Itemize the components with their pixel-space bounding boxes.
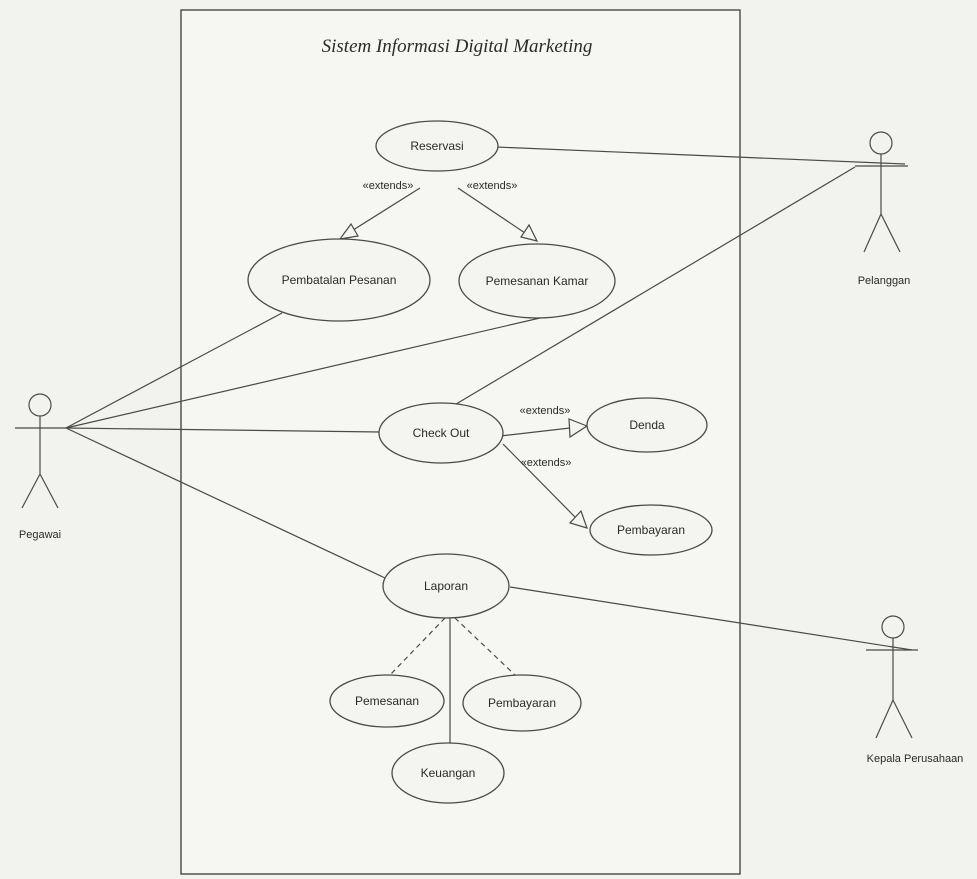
stick-figure-icon [866, 615, 918, 739]
stereotype-label: «extends» [363, 180, 414, 192]
use-case-pembatalan-pesanan[interactable]: Pembatalan Pesanan [247, 238, 431, 322]
stereotype-label: «extends» [520, 405, 571, 417]
use-case-label: Check Out [413, 426, 470, 440]
actor-pegawai[interactable]: Pegawai [15, 393, 66, 541]
assoc-pegawai-check-out [65, 427, 381, 433]
stick-figure-icon [855, 131, 908, 253]
use-case-label: Denda [629, 418, 665, 432]
extends-relations: «extends» «extends» «extends» «extends» [338, 180, 589, 529]
use-case-label: Reservasi [410, 139, 463, 153]
assoc-pegawai-pemesanan-kamar [65, 317, 541, 429]
use-case-pemesanan-kamar[interactable]: Pemesanan Kamar [458, 243, 616, 319]
extends-line-pemesanan [457, 187, 526, 234]
extends-arrowhead-pembayaran [568, 509, 588, 529]
use-case-denda[interactable]: Denda [586, 397, 708, 453]
use-case-label: Pemesanan Kamar [486, 274, 589, 288]
actor-pelanggan[interactable]: Pelanggan [855, 131, 911, 287]
use-case-label: Pembatalan Pesanan [282, 273, 397, 287]
use-case-reservasi[interactable]: Reservasi [375, 120, 499, 172]
use-case-lap-keuangan[interactable]: Keuangan [391, 742, 505, 804]
use-case-label: Pembayaran [617, 523, 685, 537]
use-case-label: Pemesanan [355, 694, 419, 708]
dashed-line-laporan-pemesanan [389, 617, 446, 676]
extends-line-pembatalan [349, 187, 421, 233]
assoc-checkout-pelanggan [445, 166, 856, 411]
extends-arrowhead-denda [568, 418, 589, 439]
stereotype-label: «extends» [521, 457, 572, 469]
use-case-label: Keuangan [421, 766, 476, 780]
associations [65, 146, 913, 651]
actor-kepala-perusahaan[interactable]: Kepala Perusahaan [866, 615, 964, 765]
assoc-pegawai-pembatalan [65, 312, 283, 429]
use-case-lap-pemesanan[interactable]: Pemesanan [329, 674, 445, 728]
use-case-label: Laporan [424, 579, 468, 593]
use-case-label: Pembayaran [488, 696, 556, 710]
use-case-laporan[interactable]: Laporan [382, 553, 510, 619]
use-case-pembayaran-checkout[interactable]: Pembayaran [589, 504, 713, 556]
stereotype-label: «extends» [467, 180, 518, 192]
laporan-relations [389, 617, 516, 743]
assoc-laporan-kepala [509, 586, 913, 651]
stick-figure-icon [15, 393, 66, 509]
extends-line-pembayaran [502, 443, 576, 518]
assoc-reservasi-pelanggan [495, 146, 906, 165]
system-title: Sistem Informasi Digital Marketing [322, 36, 593, 57]
actor-label: Pegawai [19, 529, 61, 541]
extends-arrowhead-pembatalan [338, 222, 359, 240]
actor-label: Pelanggan [858, 275, 911, 287]
assoc-pegawai-laporan [65, 427, 386, 579]
use-case-lap-pembayaran[interactable]: Pembayaran [462, 674, 582, 732]
extends-line-denda [499, 427, 571, 437]
actor-label: Kepala Perusahaan [867, 753, 964, 765]
use-case-check-out[interactable]: Check Out [378, 402, 504, 464]
extends-arrowhead-pemesanan [520, 223, 539, 242]
dashed-line-laporan-pembayaran [454, 617, 516, 676]
